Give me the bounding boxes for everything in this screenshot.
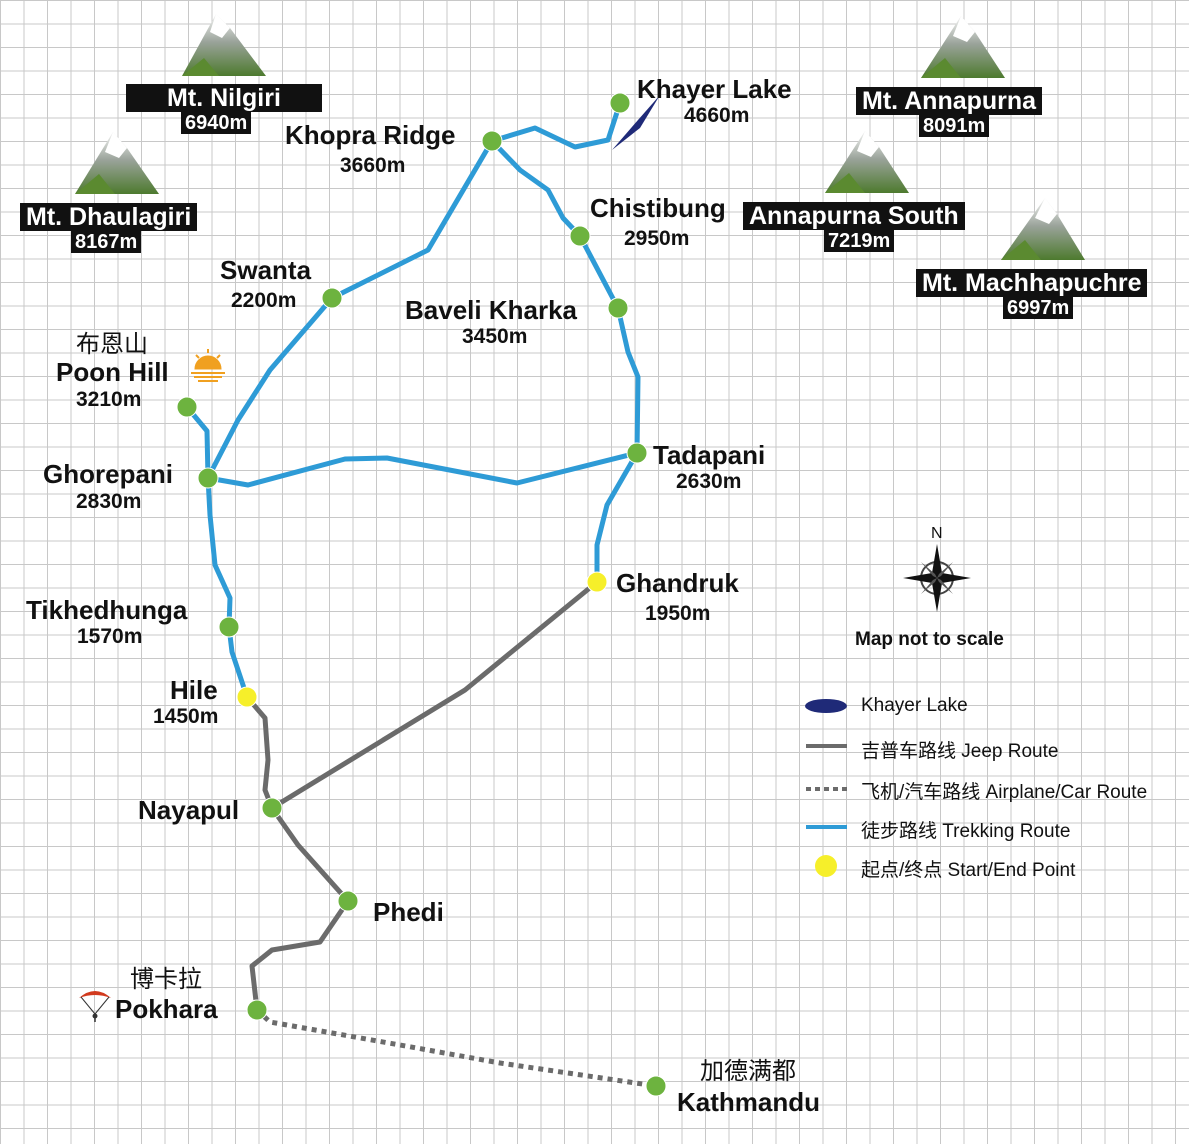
place-ghorepani-name: Ghorepani	[43, 459, 174, 489]
mountain-elevation: 8167m	[71, 231, 142, 253]
legend-air-label: 飞机/汽车路线 Airplane/Car Route	[861, 782, 1148, 803]
jeep-route-nayapul-ghandruk	[269, 579, 600, 811]
place-poon-hill-cn-name: 布恩山	[76, 330, 148, 358]
place-poon-hill-elev: 3210m	[76, 388, 142, 411]
place-pokhara-name: Pokhara	[115, 994, 218, 1024]
node-poon-hill	[176, 396, 198, 418]
mountain-icon	[1001, 198, 1085, 260]
compass-rose-icon	[903, 544, 971, 612]
start-node-hile	[236, 686, 258, 708]
place-kathmandu-name: Kathmandu	[677, 1087, 820, 1117]
legend-lake-swatch	[805, 699, 847, 713]
mountain-icon	[75, 132, 159, 194]
legend-lake-label: Khayer Lake	[861, 695, 968, 716]
place-nayapul-name: Nayapul	[138, 795, 240, 825]
node-tikhedhunga	[218, 616, 240, 638]
place-tikhedhunga-name: Tikhedhunga	[26, 595, 188, 625]
mountain-name: Mt. Nilgiri	[126, 84, 322, 113]
mountain-icon	[182, 14, 266, 76]
sunrise-icon	[191, 349, 225, 382]
place-khopra-ridge-name: Khopra Ridge	[285, 120, 456, 150]
air-route-pokhara-kathmandu	[255, 1008, 657, 1089]
node-baveli-kharka	[607, 297, 629, 319]
node-tadapani	[626, 442, 648, 464]
place-kathmandu-cn-name: 加德满都	[700, 1057, 796, 1085]
legend-start-swatch	[815, 855, 837, 877]
place-ghandruk-name: Ghandruk	[616, 568, 739, 598]
legend-start-label: 起点/终点 Start/End Point	[861, 860, 1076, 881]
place-phedi-name: Phedi	[373, 897, 444, 927]
trek-route-ghorepani-tadapani	[205, 450, 640, 488]
place-pokhara-cn-name: 博卡拉	[130, 965, 202, 993]
mountain-elevation: 8091m	[919, 115, 990, 137]
place-hile-elev: 1450m	[153, 705, 219, 728]
trek-route-khopra-khayer	[489, 100, 623, 150]
trek-route-tadapani-ghandruk	[594, 450, 640, 585]
mountain-icon	[825, 131, 909, 193]
node-chistibung	[569, 225, 591, 247]
node-nayapul	[261, 797, 283, 819]
node-khayer-lake	[609, 92, 631, 114]
trek-route-poonhill-hile	[184, 404, 250, 700]
trek-route-ghorepani-khopra	[205, 138, 495, 481]
mountain-elevation: 6997m	[1003, 297, 1074, 319]
mountain-name: Annapurna South	[743, 202, 965, 231]
place-baveli-kharka-elev: 3450m	[462, 325, 528, 348]
place-tikhedhunga-elev: 1570m	[77, 625, 143, 648]
mountain-elevation: 6940m	[181, 112, 252, 134]
start-node-ghandruk	[586, 571, 608, 593]
khayer-lake-shape	[612, 95, 660, 150]
node-khopra-ridge	[481, 130, 503, 152]
mountain-elevation: 7219m	[824, 230, 895, 252]
node-phedi	[337, 890, 359, 912]
place-swanta-elev: 2200m	[231, 289, 297, 312]
mountain-name: Mt. Annapurna	[856, 87, 1043, 116]
compass-north-label: N	[931, 525, 943, 542]
mountain-name: Mt. Machhapuchre	[916, 269, 1148, 298]
place-poon-hill-name: Poon Hill	[56, 357, 169, 387]
place-baveli-kharka-name: Baveli Kharka	[405, 295, 577, 325]
paraglider-icon	[79, 991, 111, 1022]
map-scale-note: Map not to scale	[855, 629, 1004, 650]
node-ghorepani	[197, 467, 219, 489]
legend-trek-label: 徒步路线 Trekking Route	[861, 821, 1071, 842]
place-khayer-lake-elev: 4660m	[684, 104, 750, 127]
place-swanta-name: Swanta	[220, 255, 312, 285]
place-ghorepani-elev: 2830m	[76, 490, 142, 513]
mountain-name: Mt. Dhaulagiri	[20, 203, 198, 232]
node-kathmandu	[645, 1075, 667, 1097]
place-ghandruk-elev: 1950m	[645, 602, 711, 625]
jeep-route-hile-pokhara	[244, 694, 351, 1013]
node-pokhara	[246, 999, 268, 1021]
node-swanta	[321, 287, 343, 309]
mountain-icon	[921, 16, 1005, 78]
place-khopra-ridge-elev: 3660m	[340, 154, 406, 177]
place-tadapani-elev: 2630m	[676, 470, 742, 493]
place-chistibung-elev: 2950m	[624, 227, 690, 250]
place-khayer-lake-name: Khayer Lake	[637, 74, 792, 104]
legend-jeep-label: 吉普车路线 Jeep Route	[861, 741, 1059, 762]
place-tadapani-name: Tadapani	[653, 440, 766, 470]
place-chistibung-name: Chistibung	[590, 193, 726, 223]
place-hile-name: Hile	[170, 675, 218, 705]
